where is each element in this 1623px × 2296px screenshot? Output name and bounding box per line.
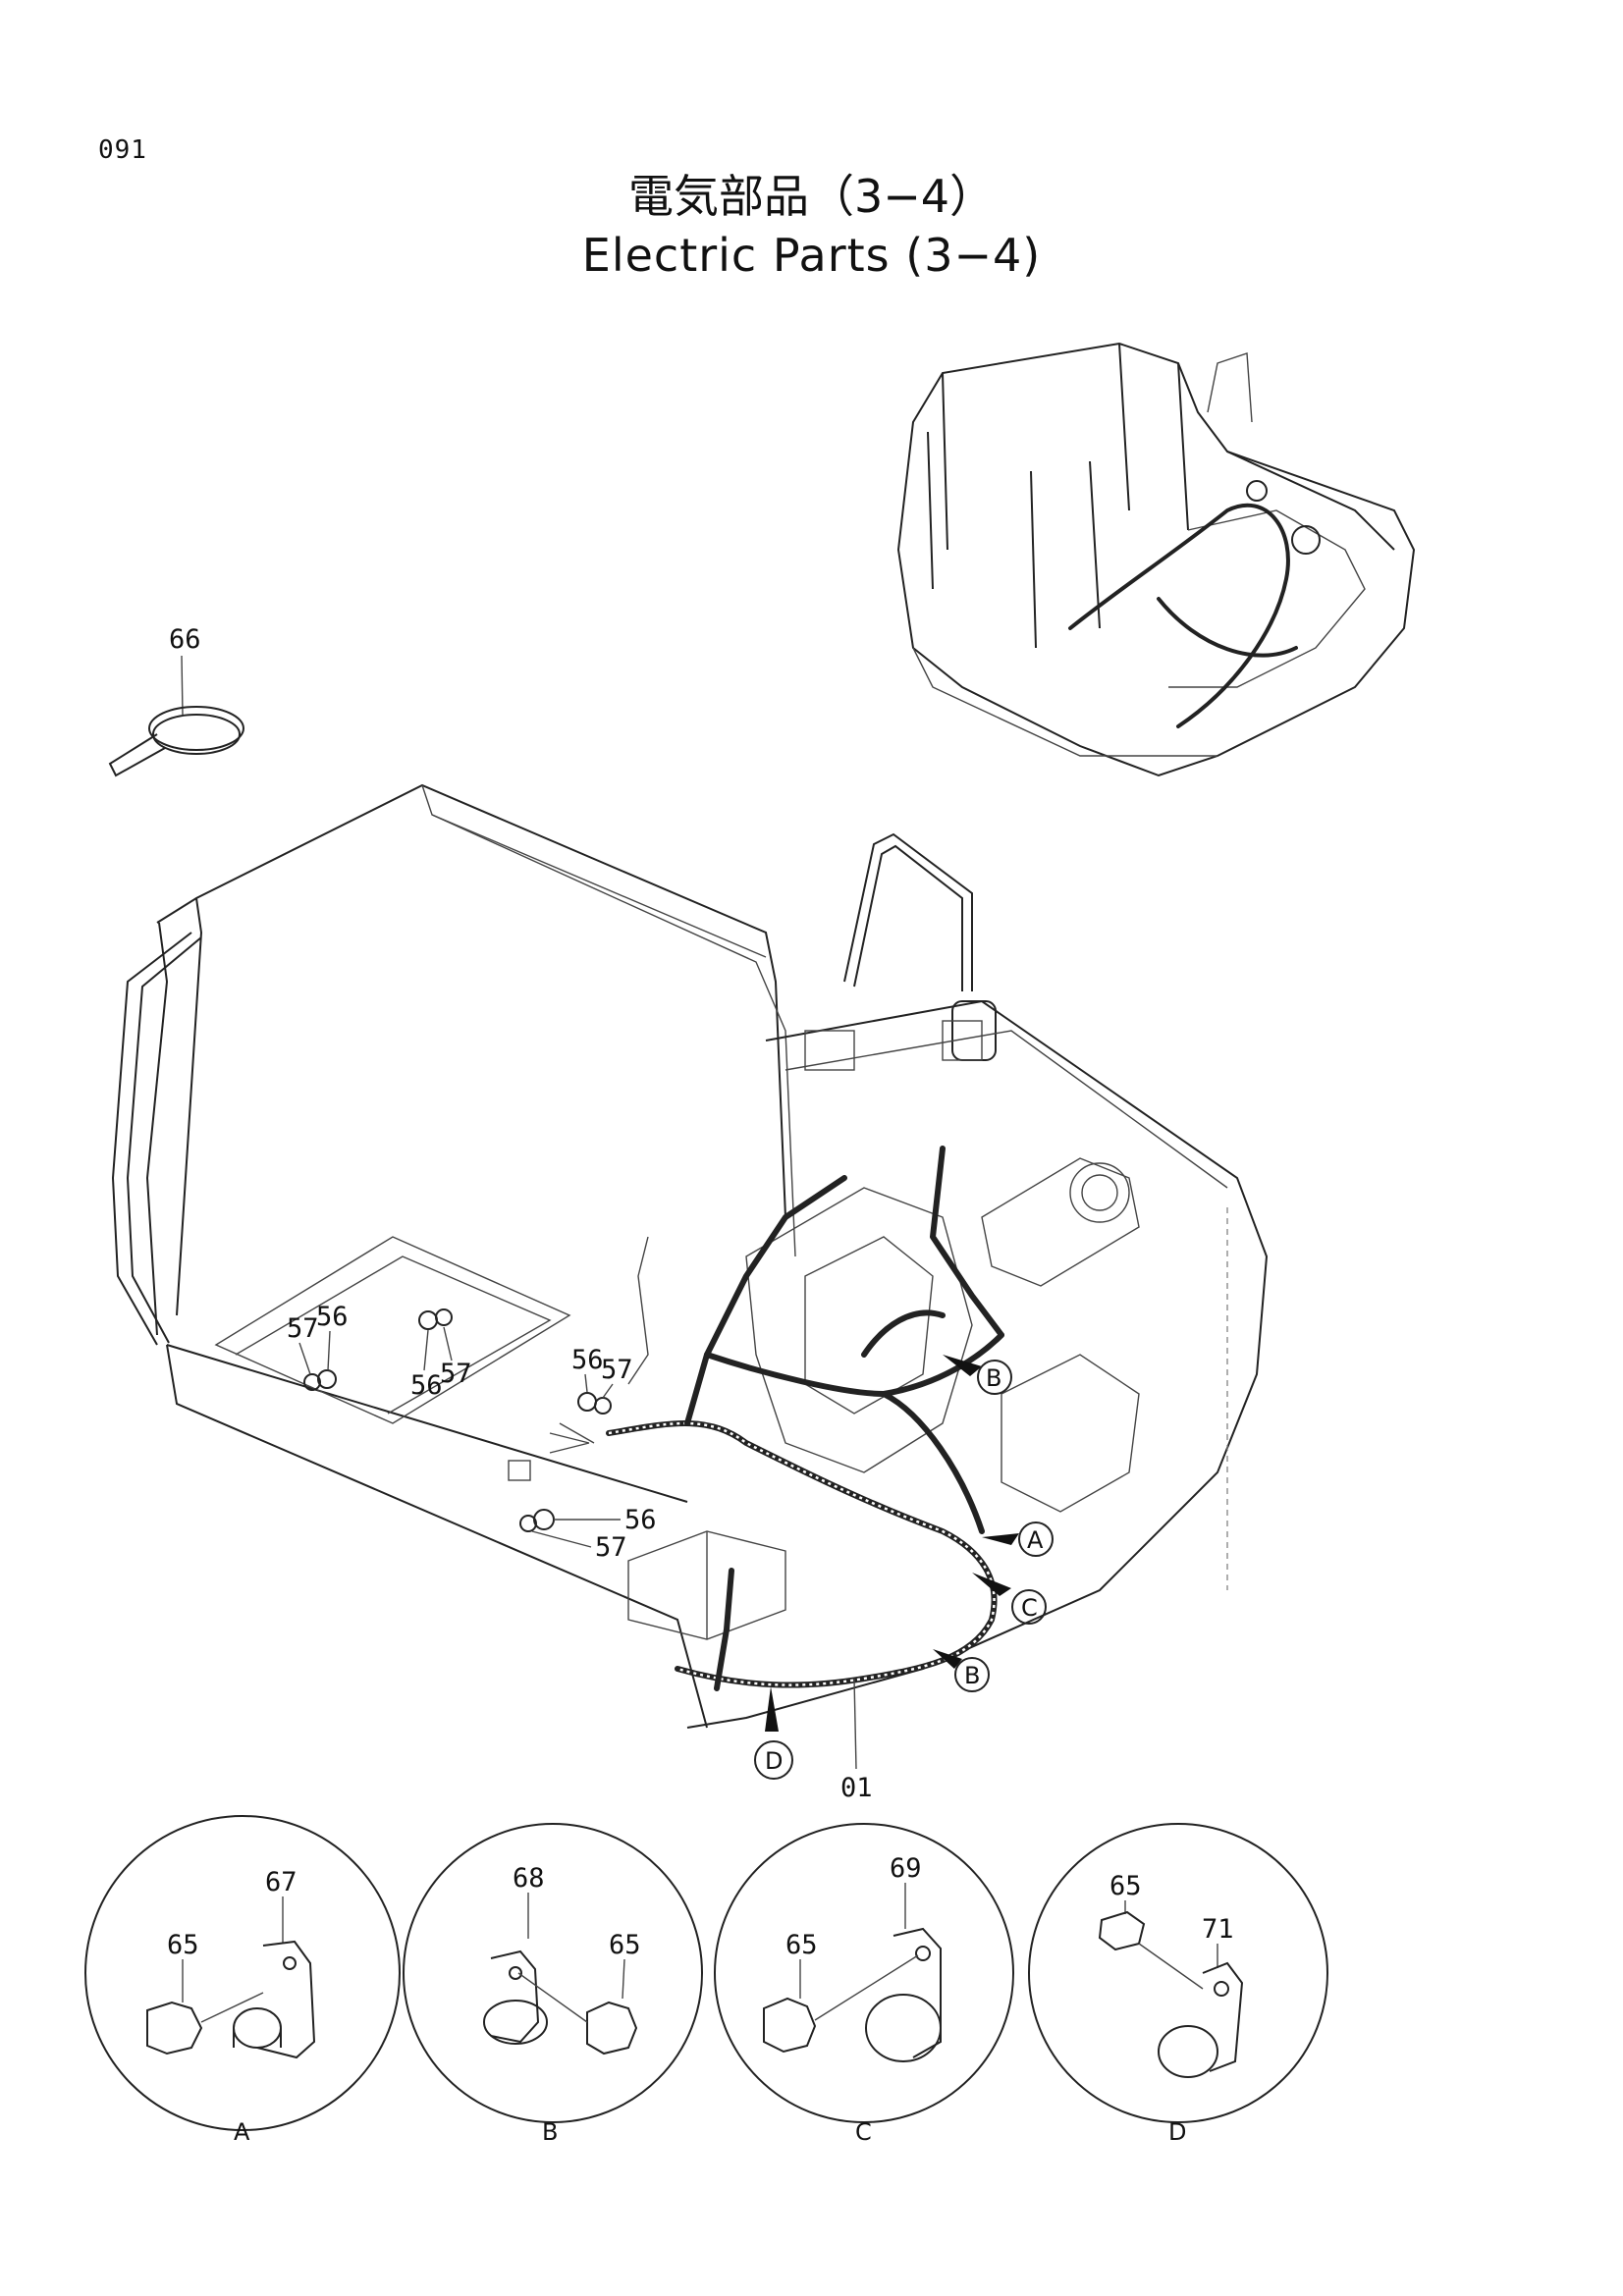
detail-d-part-1: 65 <box>1109 1871 1142 1901</box>
ref-marker-d: D <box>765 1747 783 1775</box>
ref-marker-a: A <box>1027 1526 1044 1554</box>
main-machine-illustration <box>111 783 1269 1729</box>
detail-a-part-2: 65 <box>167 1930 199 1960</box>
detail-a-part-1: 67 <box>265 1867 298 1897</box>
detail-b-part-2: 65 <box>609 1930 641 1960</box>
ref-marker-b-lower: B <box>964 1662 980 1689</box>
detail-c-letter: C <box>855 2118 872 2146</box>
callout-56-center: 56 <box>410 1370 443 1401</box>
callout-56-right: 56 <box>571 1345 604 1375</box>
ref-marker-b-upper: B <box>986 1364 1001 1392</box>
wire-harness-01 <box>508 1146 1004 1691</box>
detail-circle-d: D 65 71 <box>1028 1823 1328 2146</box>
detail-circle-c: C 69 65 <box>714 1823 1014 2146</box>
detail-d-part-2: 71 <box>1202 1914 1234 1945</box>
callout-01: 01 <box>840 1773 873 1803</box>
title-block: 電気部品（3−4） Electric Parts (3−4) <box>0 167 1623 285</box>
callout-66: 66 <box>169 624 201 655</box>
callout-56-lower: 56 <box>624 1505 657 1535</box>
hardware-callouts: 57 56 56 57 56 57 56 57 <box>287 1302 657 1563</box>
detail-c-part-2: 65 <box>785 1930 818 1960</box>
detail-a-letter: A <box>234 2118 250 2146</box>
callout-57-right: 57 <box>601 1355 633 1385</box>
overview-machine-illustration <box>896 342 1416 777</box>
cable-tie-part-66: 66 <box>108 624 244 777</box>
callout-57-left: 57 <box>287 1313 319 1344</box>
detail-circle-a: A 67 65 <box>84 1815 401 2146</box>
detail-b-part-1: 68 <box>513 1863 545 1894</box>
detail-circle-b: B 68 65 <box>403 1823 703 2146</box>
detail-d-letter: D <box>1168 2118 1186 2146</box>
page-number: 091 <box>98 135 147 165</box>
title-english: Electric Parts (3−4) <box>581 229 1042 282</box>
title-japanese: 電気部品（3−4） <box>627 170 996 223</box>
detail-b-letter: B <box>542 2118 558 2146</box>
ref-marker-c: C <box>1021 1594 1038 1622</box>
callout-56-left: 56 <box>316 1302 349 1332</box>
detail-c-part-1: 69 <box>890 1853 922 1884</box>
reference-markers: B A C B D 01 <box>754 1355 1054 1803</box>
callout-57-center: 57 <box>440 1359 472 1389</box>
callout-57-lower: 57 <box>595 1532 627 1563</box>
